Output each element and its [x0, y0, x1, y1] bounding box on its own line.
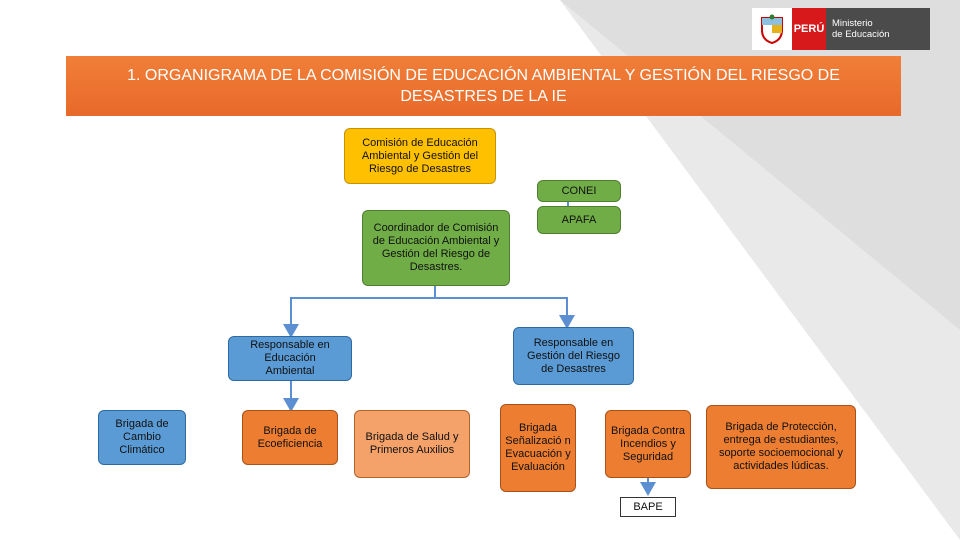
node-coordinador: Coordinador de Comisión de Educación Amb…	[362, 210, 510, 286]
node-brigada-proteccion: Brigada de Protección, entrega de estudi…	[706, 405, 856, 489]
node-brigada-ecoeficiencia: Brigada de Ecoeficiencia	[242, 410, 338, 465]
ministry-label: Ministerio de Educación	[826, 8, 930, 50]
node-bape: BAPE	[620, 497, 676, 517]
connector-to-resp-ambiental	[283, 285, 436, 338]
ministry-logo: PERÚ Ministerio de Educación	[752, 8, 930, 50]
node-brigada-incendios: Brigada Contra Incendios y Seguridad	[605, 410, 691, 478]
node-apafa: APAFA	[537, 206, 621, 234]
node-resp-ambiental: Responsable en Educación Ambiental	[228, 336, 352, 381]
connector-to-resp-riesgo	[435, 297, 575, 329]
node-brigada-salud: Brigada de Salud y Primeros Auxilios	[354, 410, 470, 478]
node-comision: Comisión de Educación Ambiental y Gestió…	[344, 128, 496, 184]
node-brigada-senalizacion: Brigada Señalizació n Evacuación y Evalu…	[500, 404, 576, 492]
node-resp-riesgo: Responsable en Gestión del Riesgo de Des…	[513, 327, 634, 385]
node-conei: CONEI	[537, 180, 621, 202]
page-title: 1. ORGANIGRAMA DE LA COMISIÓN DE EDUCACI…	[66, 56, 901, 116]
node-brigada-cambio: Brigada de Cambio Climático	[98, 410, 186, 465]
coat-of-arms-icon	[752, 8, 792, 50]
peru-label: PERÚ	[792, 8, 826, 50]
